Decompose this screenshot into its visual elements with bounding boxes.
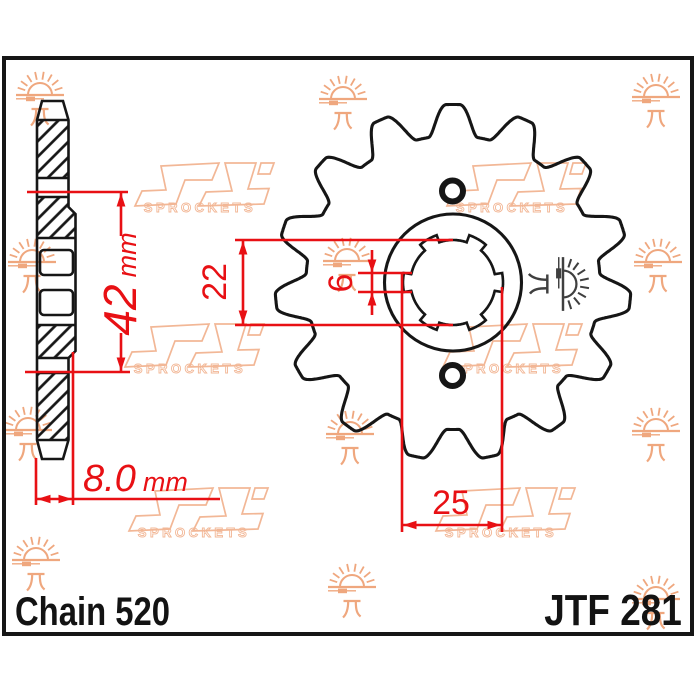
arrow-icon <box>238 241 248 255</box>
arrow-icon <box>37 494 51 504</box>
watermark-brand-text: SPROCKETS <box>144 200 256 215</box>
spline-bore-section <box>38 248 75 277</box>
dimension-lines <box>25 190 504 532</box>
spline-bore-section <box>38 288 75 317</box>
bolt-hole-top <box>439 177 466 205</box>
dimension-25-label: 25 <box>432 484 470 522</box>
watermark-brand-text: SPROCKETS <box>452 361 564 376</box>
watermark-layer: SPROCKETS SPROCKETS SPROCKETS SPROCKETS … <box>2 70 684 631</box>
arrow-icon <box>403 520 417 530</box>
arrow-icon <box>238 310 248 324</box>
chain-size-label: Chain 520 <box>15 590 170 634</box>
drawing-border-frame <box>2 56 694 636</box>
dimension-22-label: 22 <box>196 263 234 301</box>
arrow-icon <box>116 193 126 207</box>
front-view-drawing <box>273 102 633 460</box>
arrow-icon <box>116 357 126 371</box>
watermark-brand-text: SPROCKETS <box>445 525 557 540</box>
dimension-6-label: 6 <box>322 273 360 293</box>
arrow-icon <box>367 292 377 306</box>
sprocket-teeth-outline <box>273 102 633 460</box>
bolt-hole-bottom <box>439 362 466 389</box>
watermark-brand-text: SPROCKETS <box>456 200 568 215</box>
dimension-42mm-label: 42mm <box>94 232 146 336</box>
hub-circle <box>382 212 524 353</box>
part-number-label: JTF 281 <box>544 586 682 635</box>
arrow-icon <box>367 259 377 273</box>
watermark-brand-text: SPROCKETS <box>138 525 250 540</box>
arrow-icon <box>58 494 72 504</box>
arrow-icon <box>487 520 501 530</box>
watermark-brand-text: SPROCKETS <box>134 361 246 376</box>
